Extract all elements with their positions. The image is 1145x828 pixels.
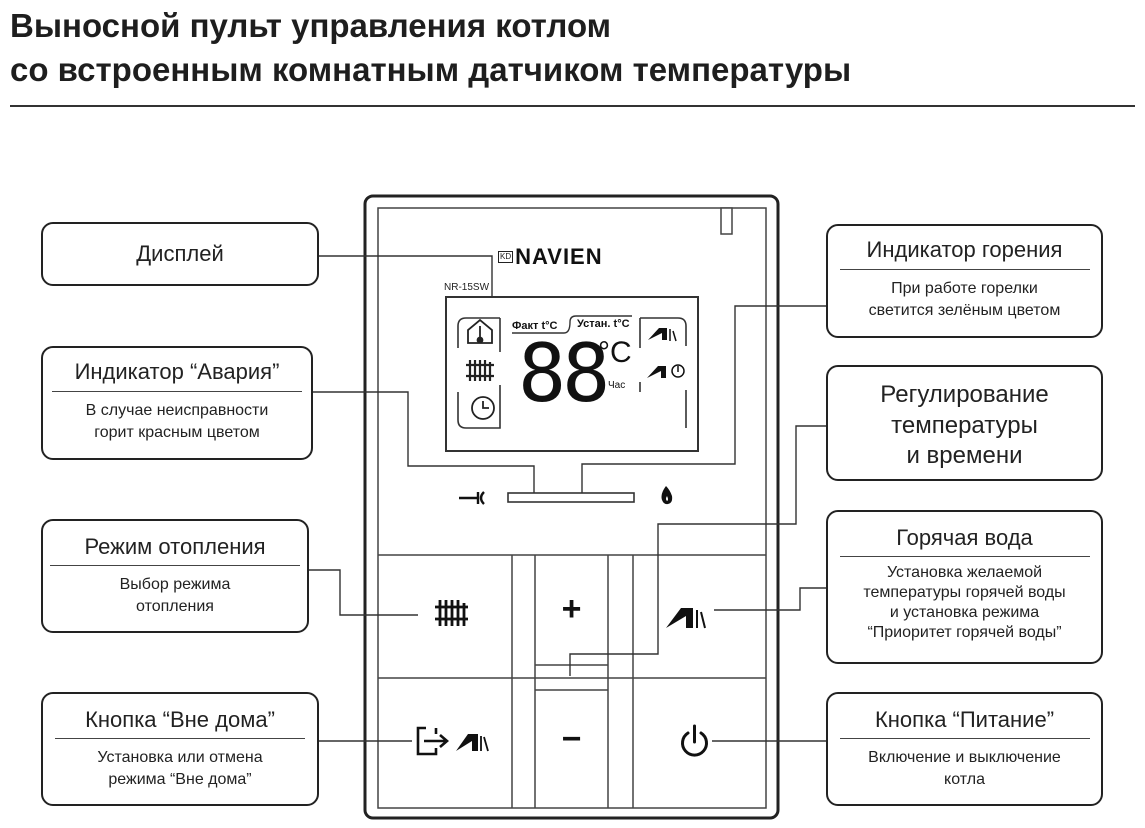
- model-label: NR-15SW: [444, 282, 490, 293]
- callout-display: Дисплей: [41, 222, 319, 286]
- callout-burner-desc-2: светится зелёным цветом: [868, 302, 1061, 319]
- exit-icon: [416, 726, 449, 756]
- tap-priority-icon: [647, 364, 685, 378]
- callout-burner-heading: Индикатор горения: [866, 237, 1063, 262]
- flame-icon: [661, 486, 673, 505]
- lcd-fact-label: Факт t°C: [512, 320, 558, 332]
- title-line-1: Выносной пульт управления котлом: [10, 7, 612, 44]
- callout-display-heading: Дисплей: [136, 241, 224, 266]
- heating-mode-button-icon: [435, 600, 468, 626]
- callout-regulation-line-3: и времени: [906, 442, 1023, 469]
- callout-regulation: Регулирование температуры и времени: [826, 365, 1103, 481]
- brand-kd-badge: KD: [498, 251, 514, 263]
- callout-hot-water-desc-1: Установка желаемой: [886, 564, 1043, 581]
- callout-away-desc-2: режима “Вне дома”: [108, 771, 252, 788]
- lcd-screen: [445, 296, 699, 452]
- title-divider: [10, 105, 1135, 107]
- sensor-slot: [720, 207, 733, 235]
- away-button[interactable]: [380, 680, 510, 806]
- power-icon: [681, 724, 708, 757]
- callout-away-heading: Кнопка “Вне дома”: [85, 707, 275, 732]
- callout-alarm-desc-2: горит красным цветом: [94, 424, 260, 441]
- hot-water-button-icon: [666, 608, 706, 629]
- callout-hot-water-heading: Горячая вода: [896, 525, 1033, 550]
- heating-mode-button[interactable]: [380, 557, 510, 676]
- clock-icon: [471, 396, 495, 420]
- callout-power-heading: Кнопка “Питание”: [874, 707, 1055, 732]
- plus-button[interactable]: +: [561, 590, 582, 628]
- callout-power: Кнопка “Питание” Включение и выключение …: [826, 692, 1103, 806]
- callout-power-desc-2: котла: [944, 771, 985, 788]
- callout-hot-water-desc-4: “Приоритет горячей воды”: [867, 624, 1062, 641]
- leader-lines: [308, 255, 826, 742]
- away-tap-icon: [456, 734, 489, 752]
- power-button[interactable]: [635, 680, 765, 806]
- callout-heating-desc-1: Выбор режима: [119, 576, 231, 593]
- brand-name: NAVIEN: [515, 244, 603, 269]
- callout-heating-heading: Режим отопления: [84, 534, 266, 559]
- callout-burner-desc-1: При работе горелки: [891, 280, 1038, 297]
- hot-water-button[interactable]: [635, 557, 765, 676]
- lcd-unit: °C: [598, 336, 632, 369]
- callout-alarm-desc-1: В случае неисправности: [85, 402, 269, 419]
- page-title: Выносной пульт управления котлом со встр…: [10, 4, 851, 92]
- callout-regulation-line-2: температуры: [891, 412, 1038, 439]
- lcd-hour-label: Час: [608, 380, 626, 391]
- callout-power-desc-1: Включение и выключение: [868, 749, 1061, 766]
- minus-button[interactable]: −: [561, 720, 582, 758]
- callout-heating-mode: Режим отопления Выбор режима отопления: [41, 519, 309, 633]
- brand-logo: KD NAVIEN: [498, 244, 603, 270]
- radiator-icon: [466, 360, 494, 381]
- callout-heating-desc-2: отопления: [136, 598, 214, 615]
- callout-regulation-line-1: Регулирование: [880, 381, 1049, 408]
- callout-hot-water-desc-3: и установка режима: [889, 604, 1040, 621]
- callout-burner: Индикатор горения При работе горелки све…: [826, 224, 1103, 338]
- callout-away-desc-1: Установка или отмена: [97, 749, 263, 766]
- callout-away: Кнопка “Вне дома” Установка или отмена р…: [41, 692, 319, 806]
- wrench-icon: [459, 491, 485, 505]
- callout-hot-water: Горячая вода Установка желаемой температ…: [826, 510, 1103, 664]
- callout-alarm-heading: Индикатор “Авария”: [74, 359, 280, 384]
- callout-hot-water-desc-2: температуры горячей воды: [863, 584, 1066, 601]
- remote-inner-frame: [377, 207, 767, 809]
- lcd-set-label: Устан. t°C: [577, 318, 630, 330]
- home-thermometer-icon: [467, 318, 493, 344]
- tap-icon: [648, 328, 677, 342]
- title-line-2: со встроенным комнатным датчиком темпера…: [10, 51, 852, 88]
- status-indicator-bar: [507, 492, 635, 503]
- callout-alarm: Индикатор “Авария” В случае неисправност…: [41, 346, 313, 460]
- lcd-digits: 88: [518, 327, 610, 420]
